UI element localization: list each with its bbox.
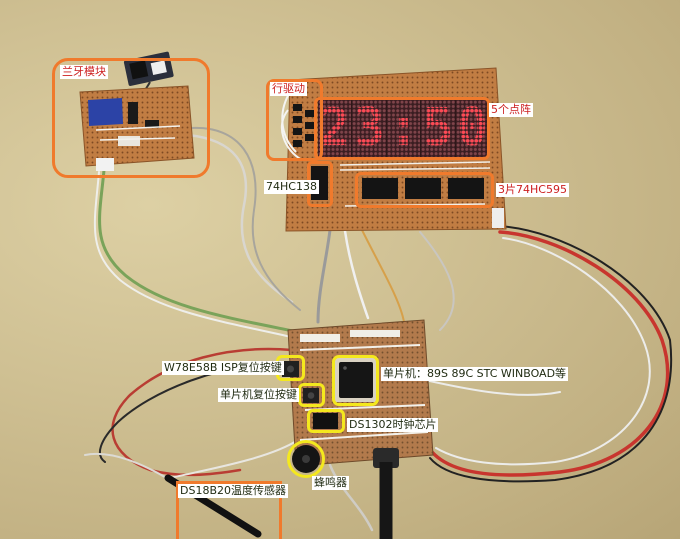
dot-matrix-annotation-frame — [314, 97, 490, 160]
rtc-label: DS1302时钟芯片 — [347, 418, 439, 432]
pin-header — [300, 334, 340, 342]
sensor-annotation-frame — [176, 481, 282, 539]
matrix-digit: 2 — [319, 100, 351, 157]
ic-74hc595 — [405, 178, 441, 199]
red-wire — [430, 230, 670, 477]
white-wire — [424, 379, 561, 396]
matrix-2: 3 — [352, 100, 386, 157]
rtc-annotation-frame — [307, 409, 345, 433]
bluetooth-label: 兰牙模块 — [60, 65, 108, 79]
ribbon-wire — [361, 229, 405, 323]
black-wire — [429, 225, 673, 483]
ribbon-wire — [343, 229, 370, 320]
mcu-annotation-frame — [332, 355, 379, 406]
white-wire — [435, 237, 651, 466]
green-wire — [98, 168, 300, 334]
ribbon-wire — [316, 228, 332, 324]
board-connector — [492, 208, 504, 228]
pin-header — [350, 330, 400, 337]
ribbon-wire — [419, 231, 455, 331]
isp-reset-label: W78E58B ISP复位按键 — [162, 361, 284, 375]
mcu-label: 单片机：89S 89C STC WINBOAD等 — [381, 367, 569, 381]
wires — [84, 126, 673, 532]
dot-matrix-label: 5个点阵 — [489, 103, 533, 117]
matrix-5: 0 — [455, 100, 490, 157]
temp-sensor-label: DS18B20温度传感器 — [178, 484, 288, 498]
white-wire — [93, 171, 297, 339]
bluetooth-annotation-frame — [52, 58, 210, 178]
row-driver-annotation-frame — [266, 79, 323, 161]
bluetooth-submodule — [88, 98, 123, 126]
matrix-1: 2 — [318, 100, 352, 157]
bluetooth-connector — [96, 158, 114, 171]
mcu-reset-annotation-frame — [298, 383, 325, 407]
matrix-4: 5 — [421, 100, 455, 157]
buzzer-label: 蜂鸣器 — [312, 476, 349, 490]
black-wire — [98, 361, 296, 463]
decoder-label: 74HC138 — [264, 180, 319, 194]
rtc-chip — [313, 413, 338, 429]
mcu-reset-label: 单片机复位按键 — [218, 388, 299, 402]
row-driver-transistors — [280, 91, 314, 161]
ic-74hc595 — [362, 178, 398, 199]
shift-register-annotation-frame — [355, 172, 494, 208]
matrix-digit: : — [387, 100, 420, 157]
grey-wire — [186, 133, 294, 304]
row-driver-label: 行驱动 — [270, 82, 307, 96]
mcu-chip — [339, 362, 373, 398]
white-wire — [169, 439, 299, 479]
white-wire — [84, 452, 171, 481]
ic-74hc595 — [448, 178, 484, 199]
matrix-digit: 5 — [422, 100, 454, 157]
matrix-digit: 3 — [353, 100, 385, 157]
bluetooth-carrier-board — [79, 85, 195, 171]
buzzer-annotation-frame — [287, 440, 325, 478]
led-display: 2 3 : 5 0 — [318, 100, 490, 157]
shift-register-label: 3片74HC595 — [496, 183, 569, 197]
matrix-3: : — [386, 100, 421, 157]
grey-wire — [189, 126, 301, 311]
matrix-digit: 0 — [456, 100, 488, 157]
grey-wire — [328, 463, 374, 532]
